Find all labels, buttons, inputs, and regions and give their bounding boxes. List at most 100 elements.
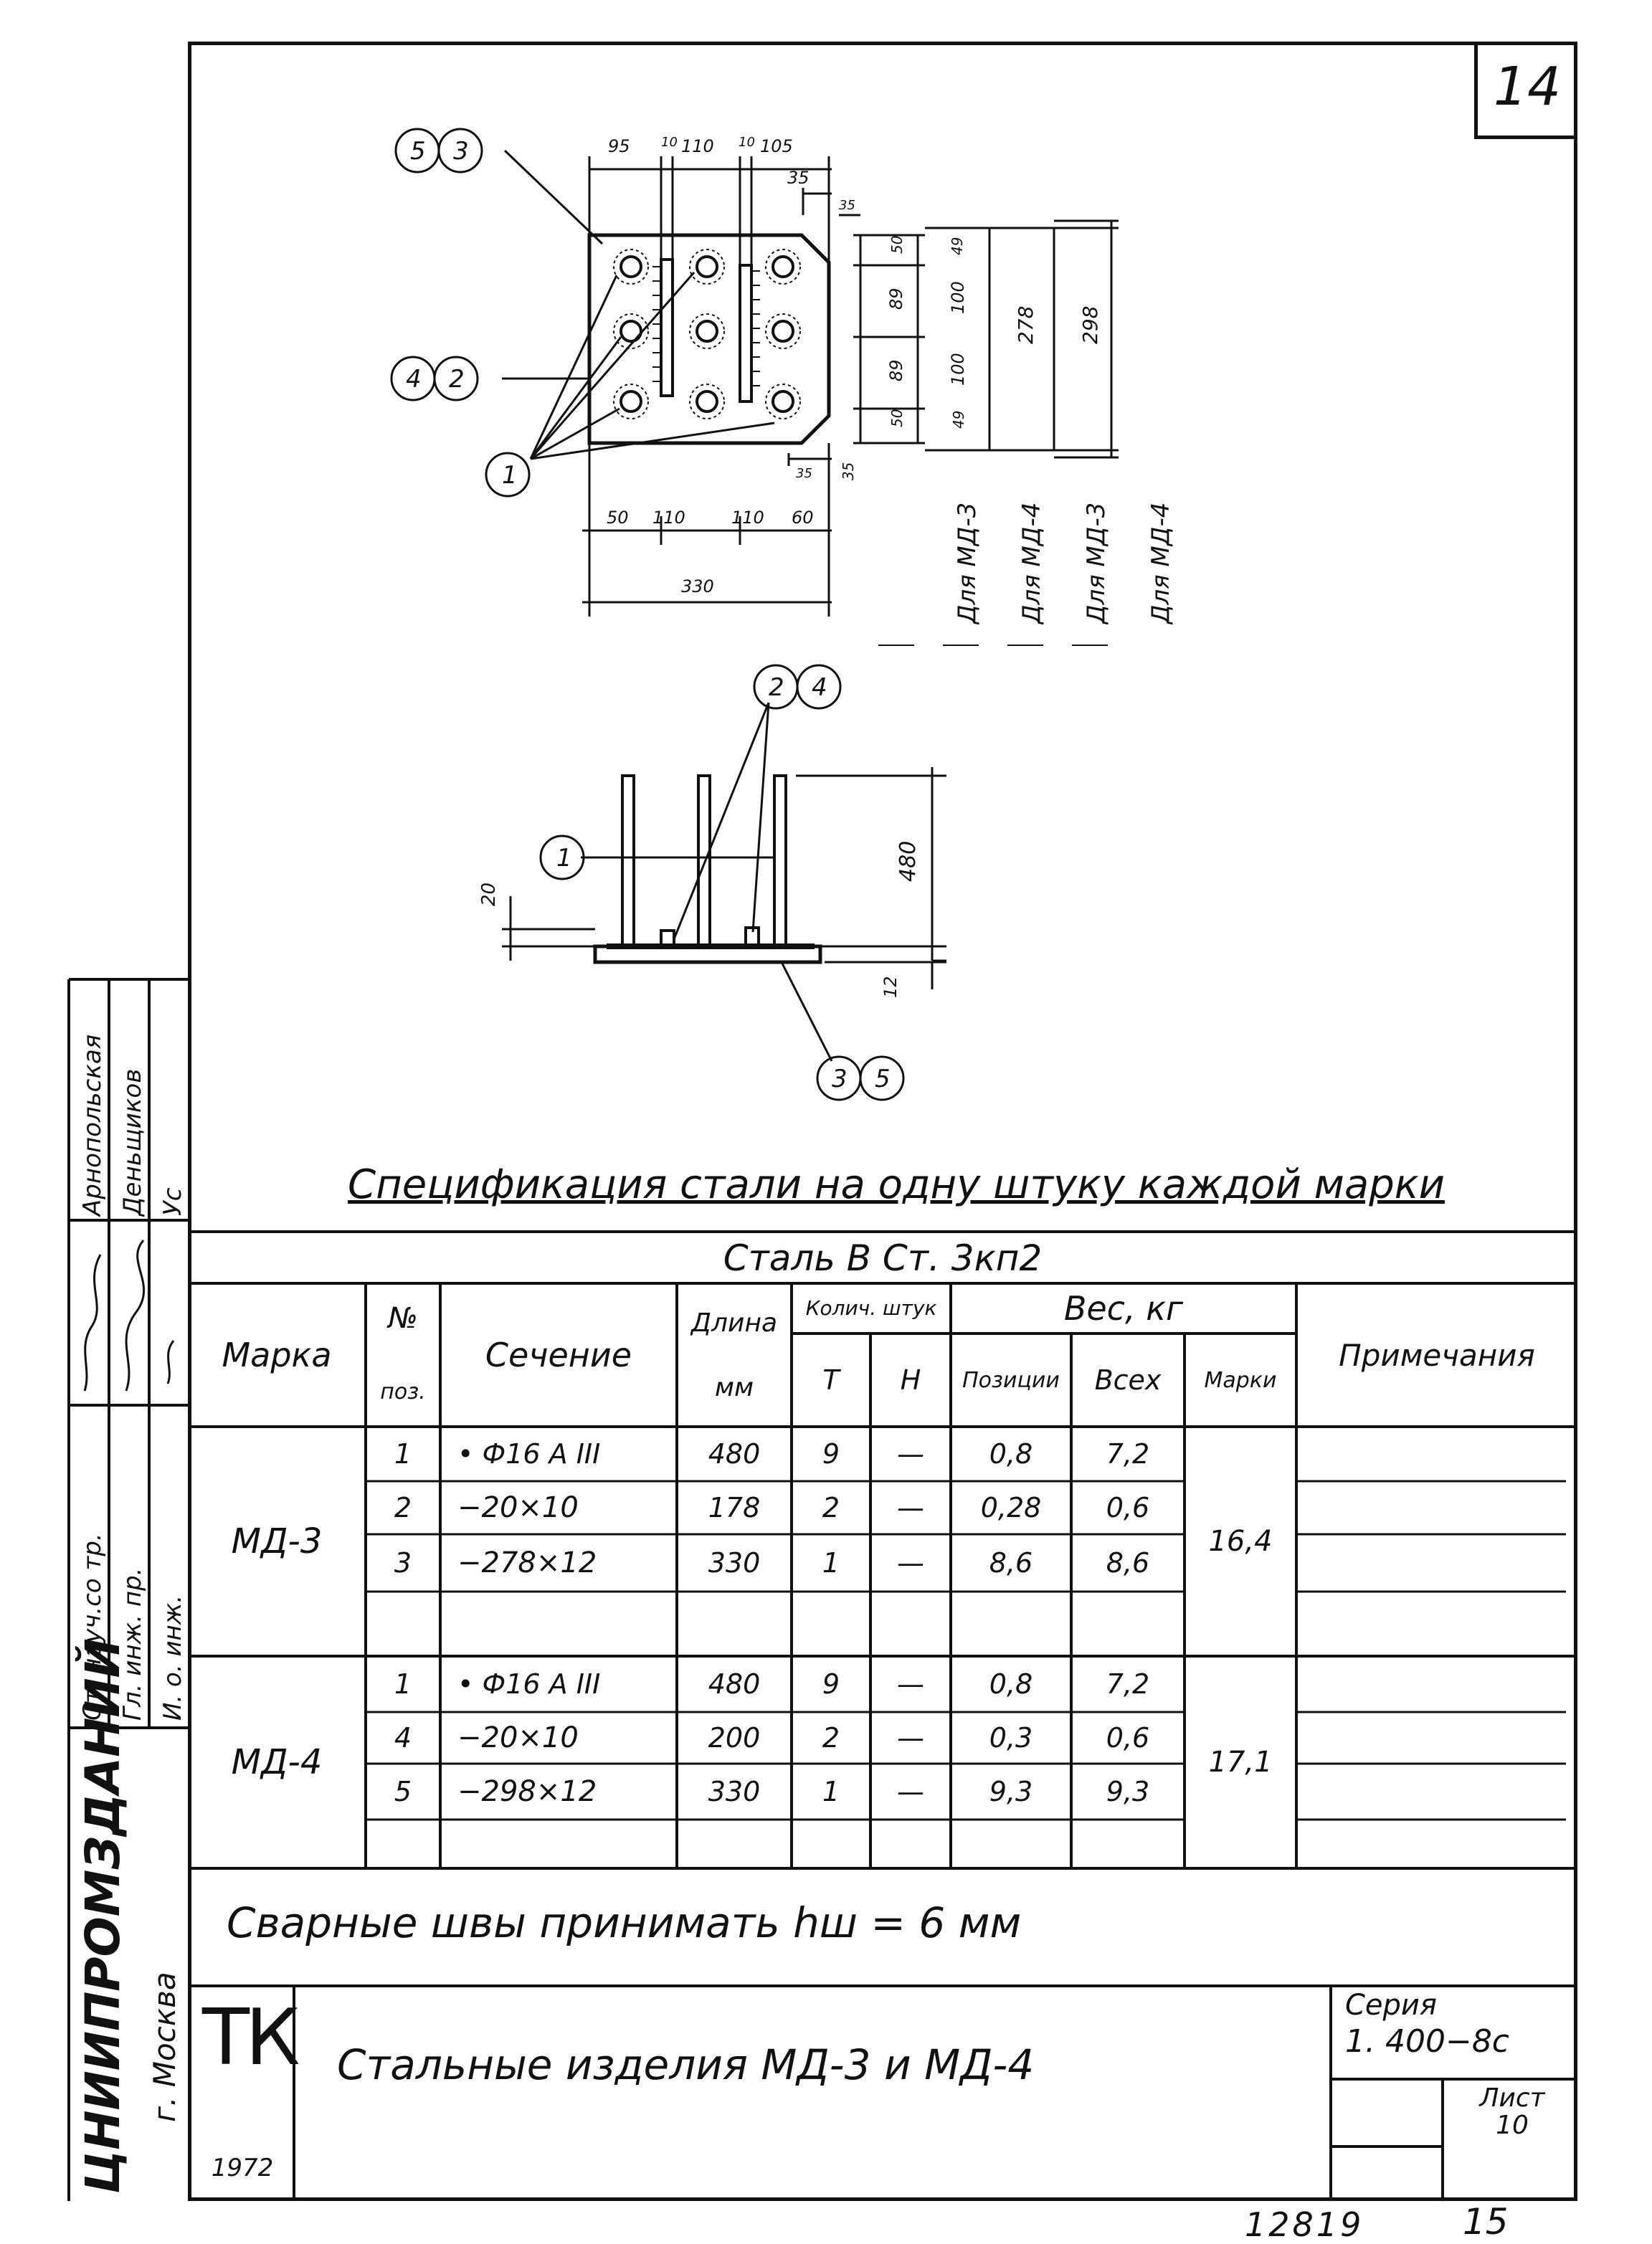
label-for-md3-a: Для МД-3 [953,503,982,625]
header-length-bottom: мм [714,1372,754,1402]
dim-section-height: 480 [896,841,921,882]
callout-section-1: 1 [556,844,572,873]
row-md4-2-section: −20×10 [457,1721,579,1754]
dim-top-2: 10 [661,135,678,150]
dim-md3-total: 278 [1014,306,1038,344]
row-md4-2-pos: 4 [394,1722,412,1754]
header-pos-bottom: поз. [380,1379,426,1404]
dim-corner-bottom-h: 35 [796,466,812,481]
header-mark: Марка [222,1336,332,1374]
dim-md3-3: 89 [886,359,906,381]
callout-section-3: 3 [832,1065,848,1093]
row-md3-3-wpos: 8,6 [989,1547,1033,1579]
dim-top-3: 110 [681,136,714,156]
dim-section-12: 12 [880,976,901,998]
row-md4-3-wall: 9,3 [1106,1776,1150,1807]
series-value: 1. 400−8с [1345,2023,1510,2060]
dim-bottom-1: 50 [607,508,629,528]
drawing-frame [188,42,1577,2201]
dim-top-4: 10 [739,135,755,150]
callout-section-2: 2 [769,673,784,702]
row-md3-1-section: • Ф16 А III [457,1438,601,1470]
dim-md4-2: 100 [948,281,968,314]
row-md4-1-wall: 7,2 [1106,1668,1150,1700]
row-md3-3-t: 1 [822,1547,840,1579]
series-label: Серия [1345,1989,1437,2022]
dim-md3-1: 50 [888,236,906,254]
page-number: 15 [1463,2201,1509,2243]
stamp-name-3: Ус [158,1187,187,1216]
stamp-city: г. Москва [147,1972,182,2122]
row-md4-1-section: • Ф16 А III [457,1668,601,1700]
dim-corner-bottom-v: 35 [840,462,857,480]
callout-section-5: 5 [875,1065,891,1093]
row-md3-1-t: 9 [822,1438,840,1470]
drawing-title: Стальные изделия МД-3 и МД-4 [337,2040,1035,2089]
sheet-number-box [1474,42,1577,139]
label-for-md3-b: Для МД-3 [1082,503,1111,625]
header-weight: Вес, кг [1063,1289,1184,1328]
sheet-number: 14 [1493,56,1562,118]
row-md3-1-wall: 7,2 [1106,1438,1150,1470]
technical-drawing: 95 10 110 10 105 35 35 50 110 110 60 330… [390,128,1175,1101]
row-md4-3-section: −298×12 [457,1775,597,1808]
row-md3-2-pos: 2 [394,1492,412,1523]
dim-section-20: 20 [478,883,500,906]
row-md3-2-t: 2 [822,1492,840,1523]
row-md3-2-wpos: 0,28 [980,1492,1042,1523]
row-md3-1-length: 480 [708,1438,761,1470]
logo-tk: ТК [202,1993,300,2083]
header-weight-all: Всех [1094,1364,1162,1396]
dim-md4-1: 49 [949,237,966,255]
dim-total: 330 [681,576,714,596]
row-md3-3-wall: 8,6 [1106,1547,1150,1579]
header-weight-pos: Позиции [962,1367,1060,1393]
archive-number: 12819 [1245,2205,1364,2244]
header-qty-n: Н [900,1364,921,1396]
callout-3: 3 [453,137,469,166]
row-md4-1-n: — [897,1668,924,1700]
header-notes: Примечания [1339,1337,1535,1373]
sheet-label: Лист [1479,2083,1545,2113]
dim-md4-3: 100 [948,353,968,386]
row-md3-2-section: −20×10 [457,1491,579,1524]
dim-md3-2: 89 [886,287,906,310]
callout-2: 2 [449,365,465,394]
dim-corner-v: 35 [839,198,855,213]
stamp-name-1: Арнопольская [78,1035,107,1217]
header-qty: Колич. штук [805,1296,937,1320]
label-for-md4-b: Для МД-4 [1147,503,1175,625]
row-md4-1-wpos: 0,8 [989,1668,1033,1700]
row-md4-1-t: 9 [822,1668,840,1700]
group-mark-md3: МД-3 [231,1521,323,1561]
row-md3-1-n: — [897,1438,924,1470]
spec-title: Спецификация стали на одну штуку каждой … [348,1161,1445,1208]
row-md4-2-t: 2 [822,1722,840,1754]
header-pos-top: № [388,1302,418,1335]
dim-md3-4: 50 [888,409,906,427]
group-weight-md4: 17,1 [1208,1746,1273,1779]
dim-corner-h: 35 [787,168,810,188]
row-md4-1-pos: 1 [394,1668,412,1700]
year: 1972 [211,2154,274,2182]
row-md3-3-section: −278×12 [457,1546,597,1579]
stamp-org: ЦНИИПРОМЗДАНИЙ [75,1638,130,2194]
row-md4-2-n: — [897,1722,924,1754]
row-md4-3-pos: 5 [394,1776,412,1807]
stamp-role-2: Гл. инж. пр. [118,1568,147,1721]
row-md4-1-length: 480 [708,1668,761,1700]
row-md3-1-pos: 1 [394,1438,412,1470]
row-md4-3-n: — [897,1776,924,1807]
callout-4: 4 [406,365,422,394]
header-section: Сечение [485,1336,632,1374]
row-md4-2-length: 200 [708,1722,761,1754]
group-weight-md3: 16,4 [1208,1525,1273,1558]
dim-bottom-4: 60 [792,508,814,528]
stamp-role-3: И. о. инж. [158,1595,187,1721]
dim-top-1: 95 [608,136,630,156]
row-md4-2-wall: 0,6 [1106,1722,1150,1754]
row-md3-1-wpos: 0,8 [989,1438,1033,1470]
dim-md4-total: 298 [1078,306,1102,344]
